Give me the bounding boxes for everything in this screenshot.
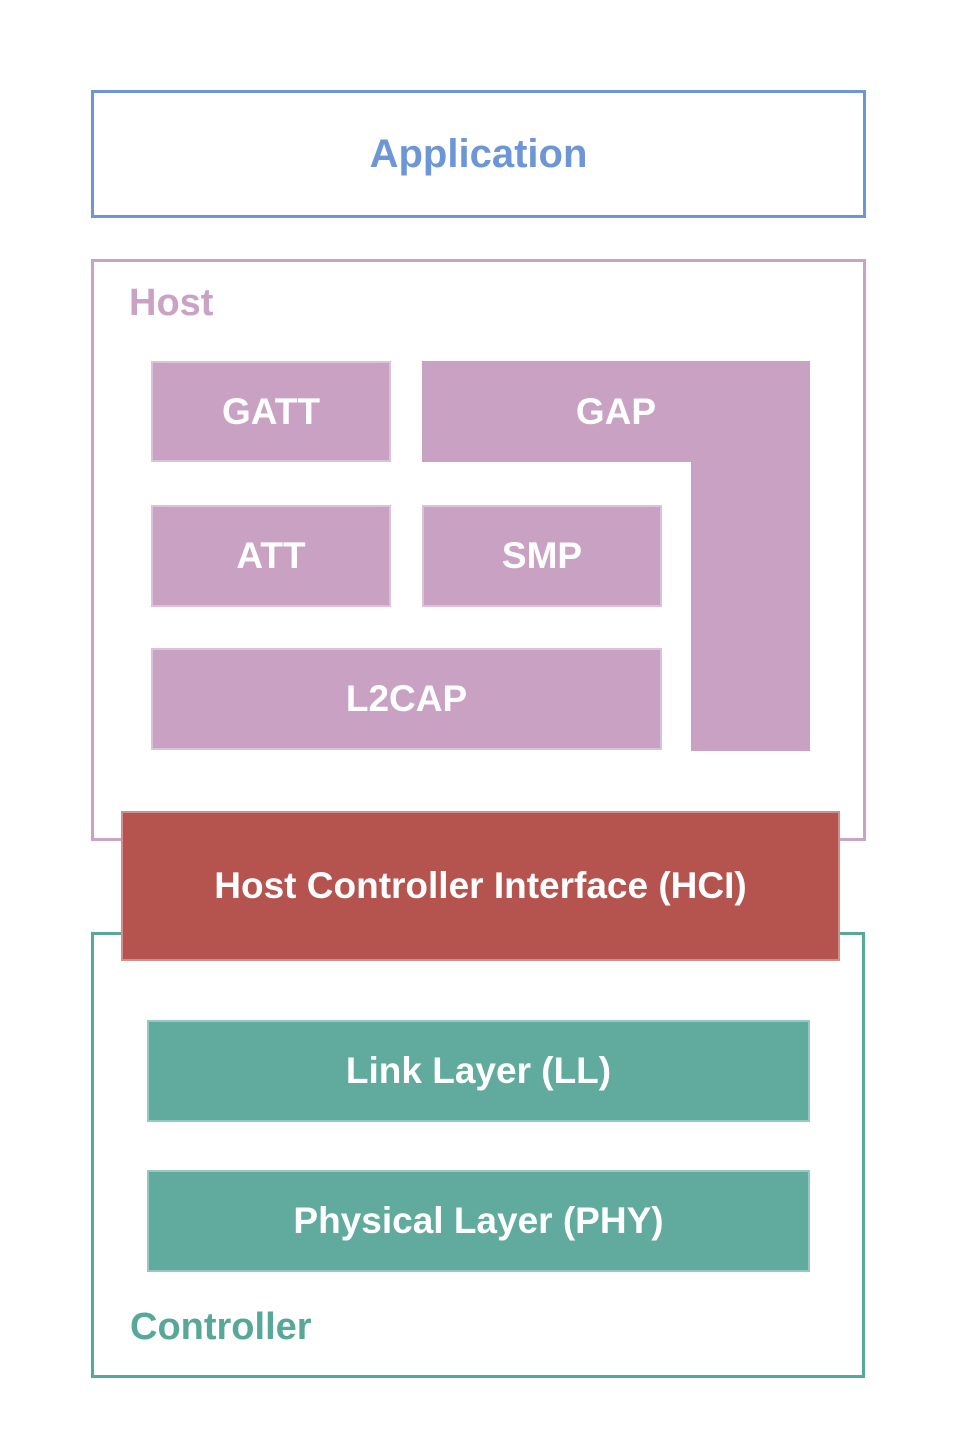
gatt-label: GATT xyxy=(222,390,320,432)
gap-block: GAP xyxy=(422,361,810,462)
att-label: ATT xyxy=(236,535,306,576)
gap-block-column xyxy=(691,462,810,751)
physical-layer-block: Physical Layer (PHY) xyxy=(147,1170,810,1272)
l2cap-label: L2CAP xyxy=(345,678,468,719)
att-block: ATT xyxy=(151,505,391,607)
hci-block: Host Controller Interface (HCI) xyxy=(121,811,840,961)
controller-label: Controller xyxy=(130,1306,312,1348)
host-label: Host xyxy=(129,282,214,324)
application-label: Application xyxy=(369,131,588,176)
application-box: Application xyxy=(91,90,866,218)
link-layer-block: Link Layer (LL) xyxy=(147,1020,810,1122)
physical-layer-label: Physical Layer (PHY) xyxy=(293,1200,664,1241)
hci-label: Host Controller Interface (HCI) xyxy=(214,865,747,906)
l2cap-block: L2CAP xyxy=(151,648,662,750)
link-layer-label: Link Layer (LL) xyxy=(345,1050,612,1091)
gap-label: GAP xyxy=(575,390,657,432)
gatt-block: GATT xyxy=(151,361,391,462)
controller-box: Controller xyxy=(91,932,865,1378)
smp-label: SMP xyxy=(501,535,583,576)
smp-block: SMP xyxy=(422,505,662,607)
